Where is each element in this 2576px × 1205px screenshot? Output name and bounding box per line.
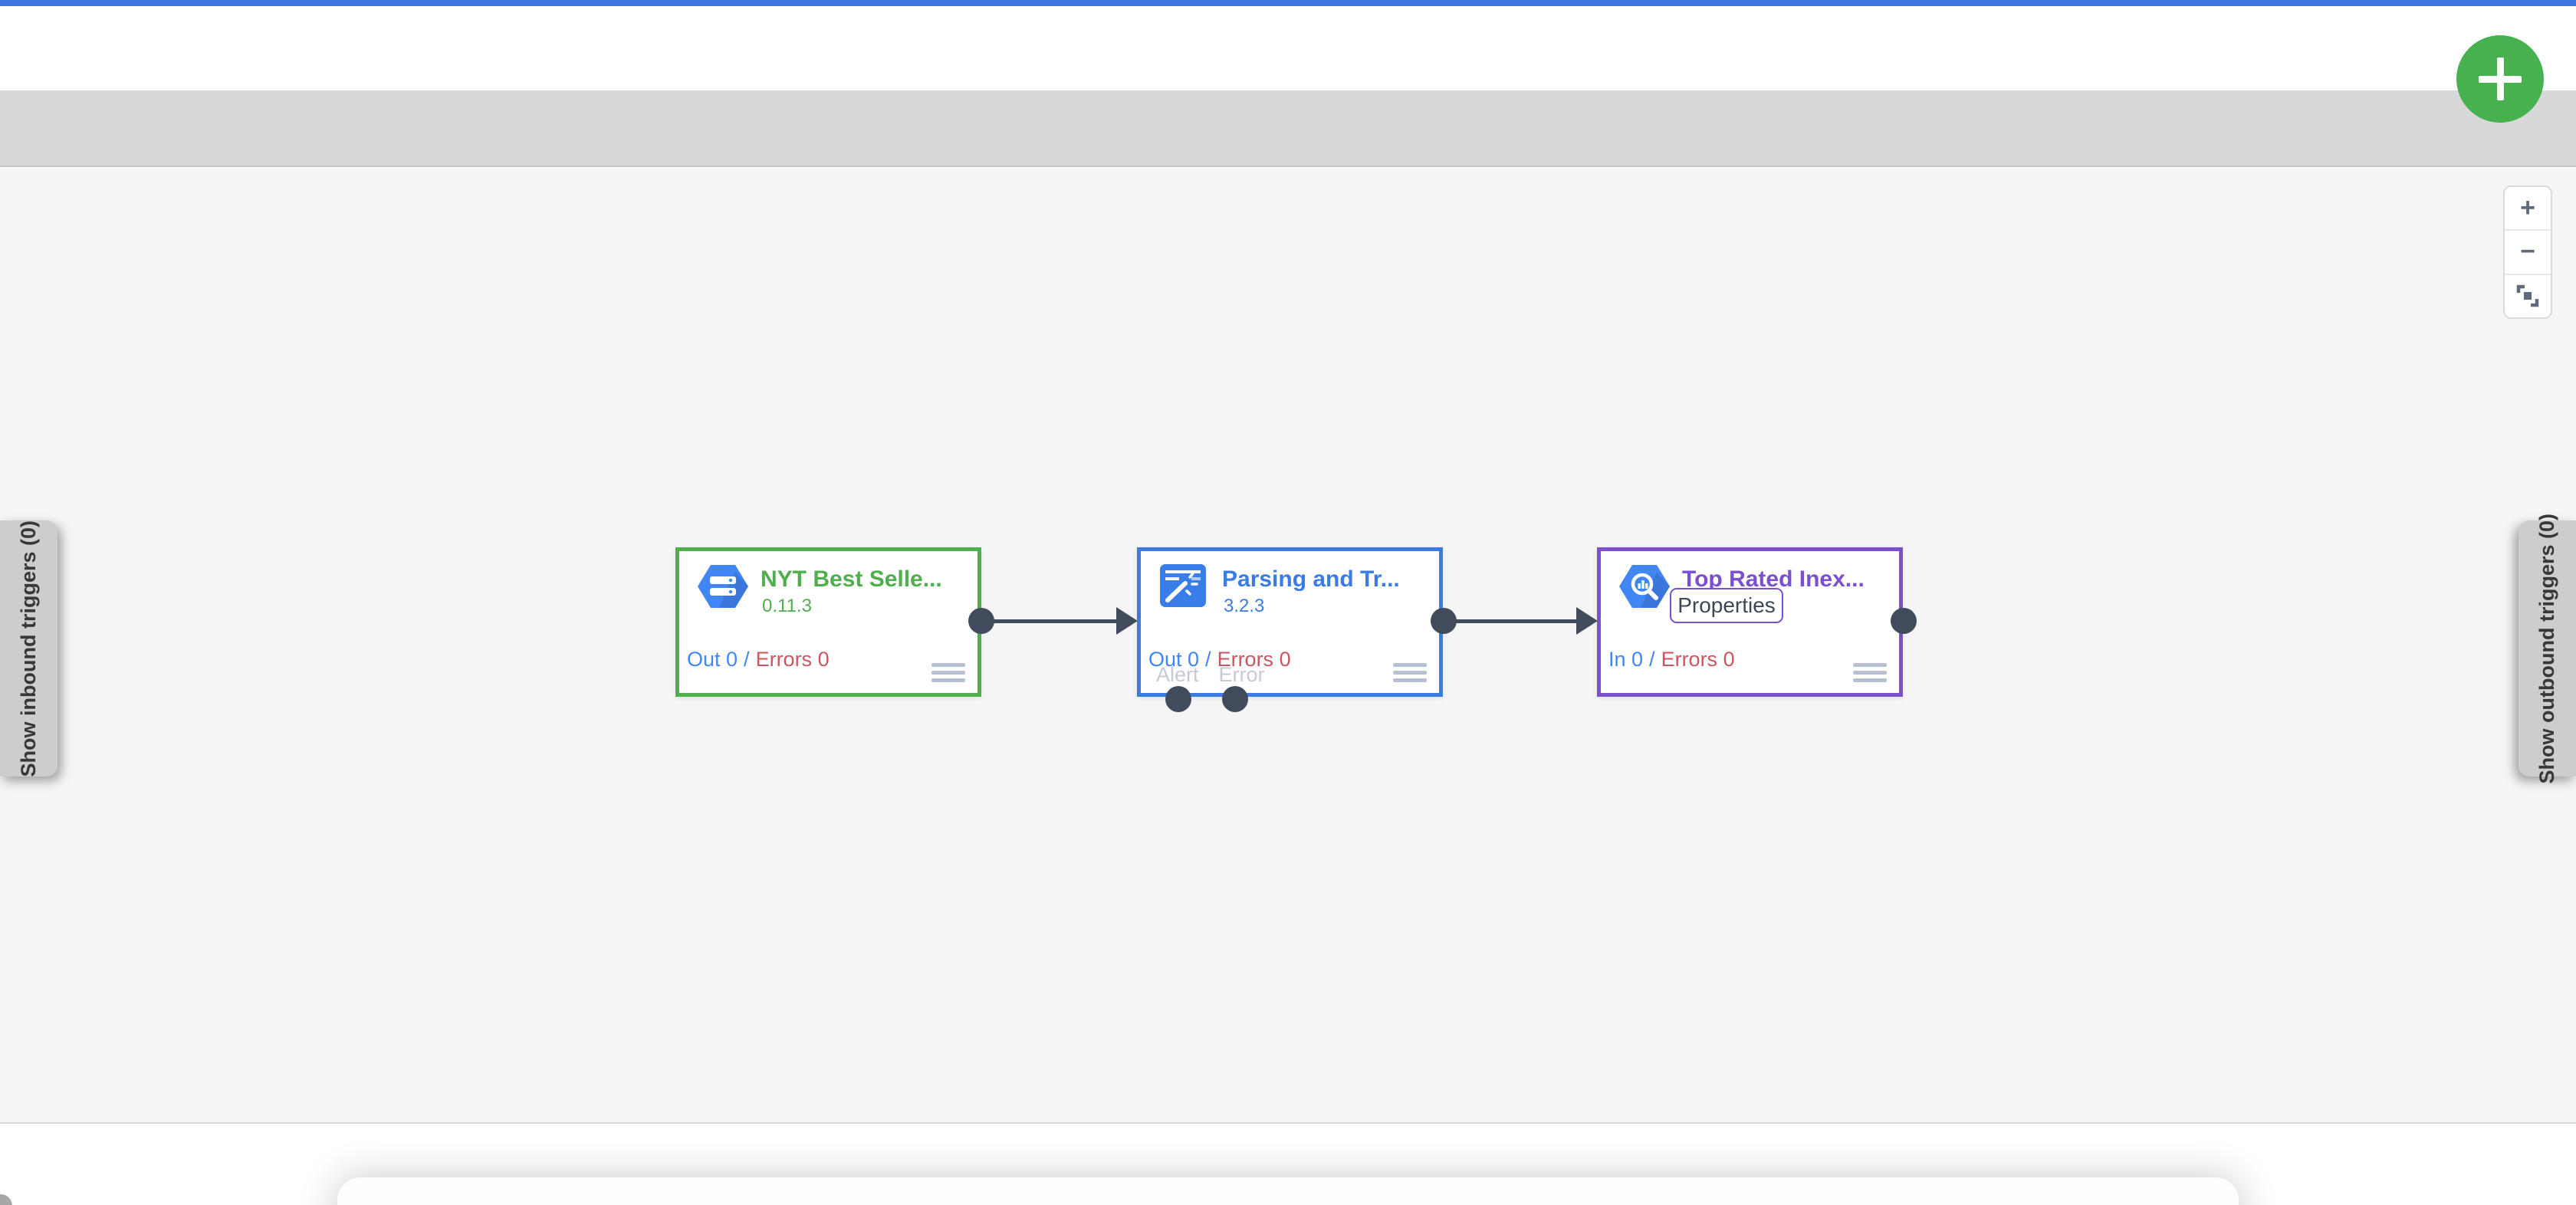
zoom-in-button[interactable]: + [2520,193,2535,223]
connection-line [982,619,1119,623]
datastore-icon [698,563,748,613]
connection-arrow-icon [1576,607,1598,635]
fit-to-screen-icon [2516,285,2539,307]
errors-metric[interactable]: Errors 0 [755,648,830,671]
node-menu-icon[interactable] [932,663,965,682]
node-menu-icon[interactable] [1853,663,1887,682]
inbound-triggers-label: Show inbound triggers (0) [17,520,40,777]
connection-arrow-icon [1116,607,1138,635]
in-metric[interactable]: In 0 [1608,648,1644,671]
outbound-triggers-tab[interactable]: Show outbound triggers (0) [2518,514,2576,783]
node-version: 3.2.3 [1224,596,1265,616]
output-port[interactable] [1891,608,1917,634]
output-port[interactable] [1431,608,1457,634]
node-metrics: In 0/Errors 0 [1608,648,1735,671]
properties-button[interactable]: Properties [1670,588,1783,623]
zoom-controls: + − [2503,186,2552,319]
top-accent-strip [0,0,2576,6]
bottom-left-corner-widget [0,1194,12,1205]
node-title: Parsing and Tr... [1222,566,1400,592]
node-menu-icon[interactable] [1393,663,1427,682]
alert-port-label: Alert [1156,663,1199,686]
node-sink[interactable]: Top Rated Inex... Properties In 0/Errors… [1597,547,1903,697]
node-title: NYT Best Selle... [761,566,942,592]
node-version: 0.11.3 [762,596,812,616]
out-metric[interactable]: Out 0 [1148,648,1200,671]
outbound-triggers-label: Show outbound triggers (0) [2535,513,2558,784]
node-source[interactable]: NYT Best Selle... 0.11.3 Out 0/Errors 0 [675,547,981,697]
zoom-out-button[interactable]: − [2505,229,2551,273]
run-status-bar [0,90,2576,167]
node-metrics: Out 0/Errors 0 [687,648,830,671]
node-port-labels: Alert Error [1156,663,1265,687]
top-toolbar [0,6,2576,90]
errors-metric[interactable]: Errors 0 [1217,648,1291,671]
node-title: Top Rated Inex... [1682,566,1865,592]
node-metrics: Out 0/Errors 0 [1148,648,1291,671]
error-port-label: Error [1218,663,1265,686]
errors-metric[interactable]: Errors 0 [1661,648,1735,671]
error-port[interactable] [1222,686,1248,712]
wrangler-icon [1159,563,1207,612]
fit-to-screen-button[interactable] [2505,273,2551,317]
alert-port[interactable] [1165,686,1191,712]
out-metric[interactable]: Out 0 [687,648,738,671]
connection-line [1444,619,1579,623]
bottom-panel-strip [0,1122,2576,1205]
bigquery-icon [1619,563,1670,613]
output-port[interactable] [968,608,994,634]
inbound-triggers-tab[interactable]: Show inbound triggers (0) [0,520,58,777]
bottom-panel-shadow [337,1177,2239,1205]
node-transform[interactable]: Parsing and Tr... 3.2.3 Out 0/Errors 0 A… [1137,547,1443,697]
add-node-fab[interactable] [2456,35,2544,123]
